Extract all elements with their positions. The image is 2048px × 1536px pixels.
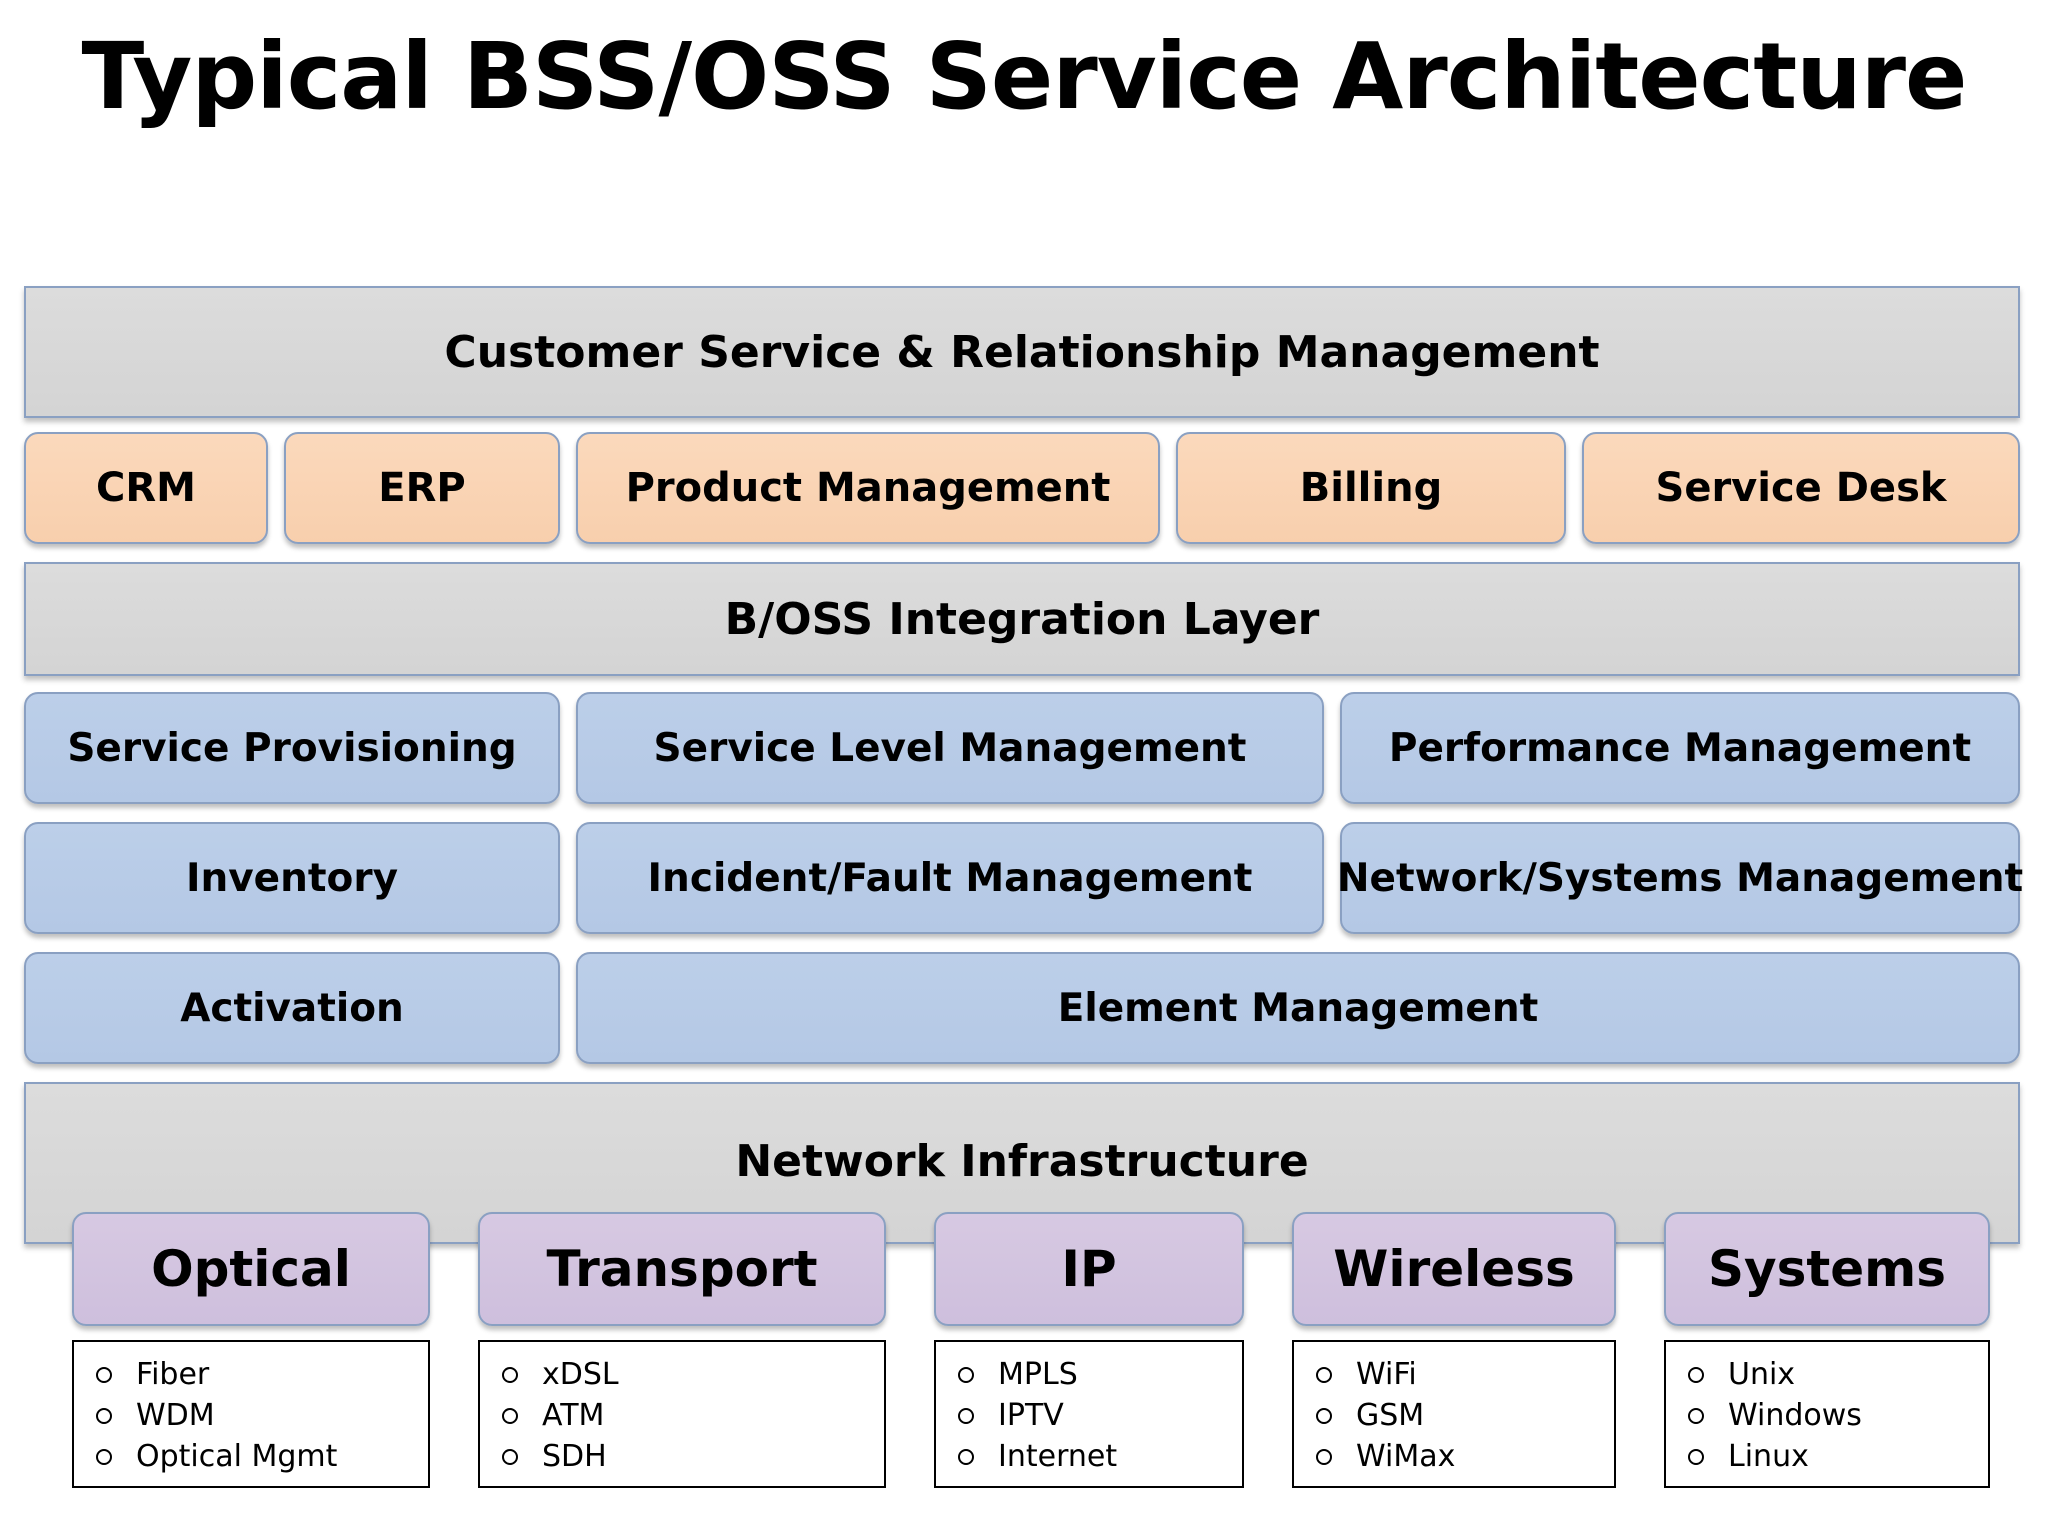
bss-app-erp: ERP (284, 432, 560, 544)
domain-label: IP (1061, 1240, 1117, 1298)
circle-bullet-icon (958, 1407, 974, 1424)
circle-bullet-icon (1316, 1448, 1332, 1465)
list-item-label: WiMax (1356, 1439, 1456, 1474)
list-item-label: GSM (1356, 1398, 1425, 1433)
transport-technology-list: xDSL ATM SDH (478, 1340, 886, 1488)
integration-layer-label: B/OSS Integration Layer (724, 593, 1320, 645)
domain-label: Wireless (1333, 1240, 1575, 1298)
list-item: Linux (1688, 1436, 1988, 1477)
domain-label: Optical (151, 1240, 351, 1298)
oss-function-label: Service Provisioning (67, 725, 517, 771)
domain-label: Systems (1707, 1240, 1947, 1298)
bss-app-label: ERP (378, 465, 466, 511)
oss-service-provisioning: Service Provisioning (24, 692, 560, 804)
bss-app-label: Product Management (625, 465, 1111, 511)
list-item: Optical Mgmt (96, 1436, 428, 1477)
list-item-label: Unix (1728, 1357, 1796, 1392)
bss-app-product-management: Product Management (576, 432, 1160, 544)
circle-bullet-icon (1688, 1448, 1704, 1465)
integration-layer: B/OSS Integration Layer (24, 562, 2020, 676)
domain-optical: Optical (72, 1212, 430, 1326)
circle-bullet-icon (1688, 1366, 1704, 1383)
customer-service-layer: Customer Service & Relationship Manageme… (24, 286, 2020, 418)
list-item-label: IPTV (998, 1398, 1064, 1433)
list-item: WiFi (1316, 1354, 1614, 1395)
list-item: ATM (502, 1395, 884, 1436)
list-item-label: Windows (1728, 1398, 1862, 1433)
circle-bullet-icon (502, 1407, 518, 1424)
oss-function-label: Network/Systems Management (1336, 855, 2024, 901)
domain-systems: Systems (1664, 1212, 1990, 1326)
domain-ip: IP (934, 1212, 1244, 1326)
oss-network-systems-management: Network/Systems Management (1336, 822, 2024, 934)
bss-app-service-desk: Service Desk (1582, 432, 2020, 544)
list-item-label: Optical Mgmt (136, 1439, 338, 1474)
circle-bullet-icon (96, 1448, 112, 1465)
oss-inventory: Inventory (24, 822, 560, 934)
list-item: Internet (958, 1436, 1242, 1477)
oss-function-label: Inventory (185, 855, 398, 901)
list-item: xDSL (502, 1354, 884, 1395)
list-item-label: xDSL (542, 1357, 619, 1392)
list-item: Unix (1688, 1354, 1988, 1395)
circle-bullet-icon (502, 1448, 518, 1465)
wireless-technology-list: WiFi GSM WiMax (1292, 1340, 1616, 1488)
optical-technology-list: Fiber WDM Optical Mgmt (72, 1340, 430, 1488)
oss-function-label: Performance Management (1388, 725, 1972, 771)
circle-bullet-icon (958, 1366, 974, 1383)
domain-label: Transport (546, 1240, 818, 1298)
list-item-label: ATM (542, 1398, 605, 1433)
circle-bullet-icon (502, 1366, 518, 1383)
bss-app-label: Service Desk (1655, 465, 1947, 511)
list-item: WDM (96, 1395, 428, 1436)
list-item: MPLS (958, 1354, 1242, 1395)
oss-element-management: Element Management (576, 952, 2020, 1064)
circle-bullet-icon (1316, 1407, 1332, 1424)
oss-function-label: Service Level Management (653, 725, 1247, 771)
oss-function-label: Activation (180, 985, 404, 1031)
list-item: IPTV (958, 1395, 1242, 1436)
systems-technology-list: Unix Windows Linux (1664, 1340, 1990, 1488)
bss-app-label: CRM (96, 465, 196, 511)
list-item: GSM (1316, 1395, 1614, 1436)
bss-app-crm: CRM (24, 432, 268, 544)
bss-app-label: Billing (1299, 465, 1443, 511)
oss-performance-management: Performance Management (1340, 692, 2020, 804)
ip-technology-list: MPLS IPTV Internet (934, 1340, 1244, 1488)
list-item-label: Linux (1728, 1439, 1809, 1474)
network-infrastructure-label: Network Infrastructure (735, 1136, 1309, 1187)
customer-service-label: Customer Service & Relationship Manageme… (444, 326, 1600, 378)
oss-service-level-management: Service Level Management (576, 692, 1324, 804)
circle-bullet-icon (958, 1448, 974, 1465)
oss-incident-fault-management: Incident/Fault Management (576, 822, 1324, 934)
oss-function-label: Incident/Fault Management (647, 855, 1253, 901)
list-item-label: Internet (998, 1439, 1118, 1474)
oss-activation: Activation (24, 952, 560, 1064)
list-item-label: Fiber (136, 1357, 210, 1392)
circle-bullet-icon (1316, 1366, 1332, 1383)
list-item-label: MPLS (998, 1357, 1078, 1392)
list-item: SDH (502, 1436, 884, 1477)
diagram-title: Typical BSS/OSS Service Architecture (81, 23, 1968, 130)
circle-bullet-icon (1688, 1407, 1704, 1424)
circle-bullet-icon (96, 1407, 112, 1424)
list-item: Windows (1688, 1395, 1988, 1436)
circle-bullet-icon (96, 1366, 112, 1383)
list-item-label: WDM (136, 1398, 215, 1433)
domain-wireless: Wireless (1292, 1212, 1616, 1326)
list-item-label: SDH (542, 1439, 607, 1474)
list-item: Fiber (96, 1354, 428, 1395)
list-item-label: WiFi (1356, 1357, 1417, 1392)
list-item: WiMax (1316, 1436, 1614, 1477)
oss-function-label: Element Management (1057, 985, 1539, 1031)
domain-transport: Transport (478, 1212, 886, 1326)
bss-app-billing: Billing (1176, 432, 1566, 544)
